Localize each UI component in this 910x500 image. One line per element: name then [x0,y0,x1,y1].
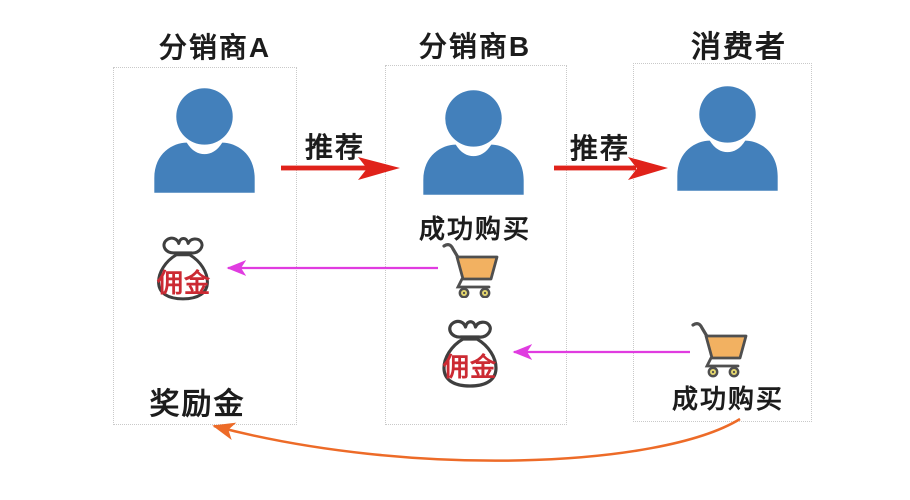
column-title-distributor-b: 分销商B [418,31,532,62]
money-bag-icon-distributor-b [437,312,503,390]
money-bag-icon [442,319,498,388]
orange-curved-arrow-icon-purchase-to-reward [212,417,741,462]
column-box-distributor-a [113,67,297,425]
purchase-label-consumer: 成功购买 [671,384,784,414]
person-icon-distributor-a [147,88,262,193]
person-icon-consumer [670,86,785,191]
person-icon [677,86,778,191]
shopping-cart-icon [442,243,499,298]
commission-label-distributor-b: 佣金 [442,352,497,382]
money-bag-icon [157,236,209,301]
money-bag-icon-distributor-a [152,228,214,304]
purchase-label-distributor-b: 成功购买 [418,214,531,244]
reward-label: 奖励金 [149,388,246,421]
commission-label-distributor-a: 佣金 [156,268,211,298]
person-icon [423,90,524,195]
refer-label-b-to-c: 推荐 [569,133,630,164]
shopping-cart-icon-consumer [688,318,754,378]
shopping-cart-icon-distributor-b [439,240,505,298]
column-title-distributor-a: 分销商A [158,32,272,63]
refer-label-a-to-b: 推荐 [304,132,365,163]
shopping-cart-icon [691,322,748,378]
person-icon-distributor-b [416,90,531,195]
person-icon [154,88,255,193]
column-title-consumer: 消费者 [691,31,787,64]
